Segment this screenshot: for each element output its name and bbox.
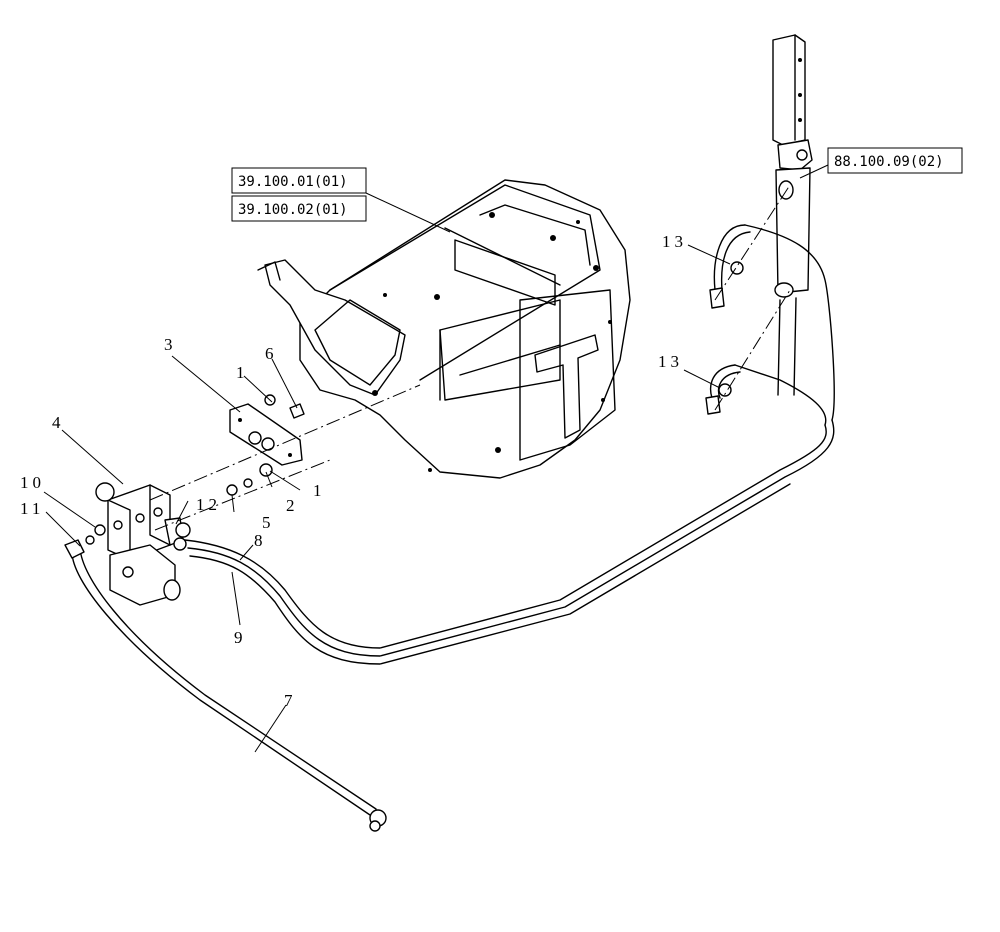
mounting-bracket <box>229 403 303 466</box>
reference-label-3: 88.100.09(02) <box>834 154 944 170</box>
callout-13-upper: 13 <box>662 232 687 251</box>
hoses <box>64 224 835 832</box>
callout-12: 12 <box>196 495 221 514</box>
reference-label-2: 39.100.02(01) <box>238 202 348 218</box>
callout-3: 3 <box>164 335 173 354</box>
chassis-frame <box>257 179 631 479</box>
callout-labels: 1 1 2 3 4 5 6 7 8 9 10 11 12 13 13 <box>20 232 687 710</box>
reference-box-2[interactable]: 39.100.02(01) <box>231 195 367 222</box>
callout-1-upper: 1 <box>236 363 245 382</box>
leader-lines <box>43 164 829 753</box>
callout-2: 2 <box>286 496 295 515</box>
callout-4: 4 <box>52 413 61 432</box>
cylinder-hoses <box>705 224 751 415</box>
callout-11: 11 <box>20 499 44 518</box>
callout-5: 5 <box>262 513 271 532</box>
callout-7: 7 <box>284 691 293 710</box>
reference-box-1[interactable]: 39.100.01(01) <box>231 167 367 194</box>
callout-1-lower: 1 <box>313 481 322 500</box>
hydraulic-cylinder <box>772 34 813 396</box>
callout-6: 6 <box>265 344 274 363</box>
reference-label-1: 39.100.01(01) <box>238 174 348 190</box>
callout-9: 9 <box>234 628 243 647</box>
centre-lines <box>149 184 791 531</box>
callout-10: 10 <box>20 473 45 492</box>
reference-box-3[interactable]: 88.100.09(02) <box>827 147 963 174</box>
callout-8: 8 <box>254 531 263 550</box>
valve-block <box>85 482 184 606</box>
callout-13-lower: 13 <box>658 352 683 371</box>
